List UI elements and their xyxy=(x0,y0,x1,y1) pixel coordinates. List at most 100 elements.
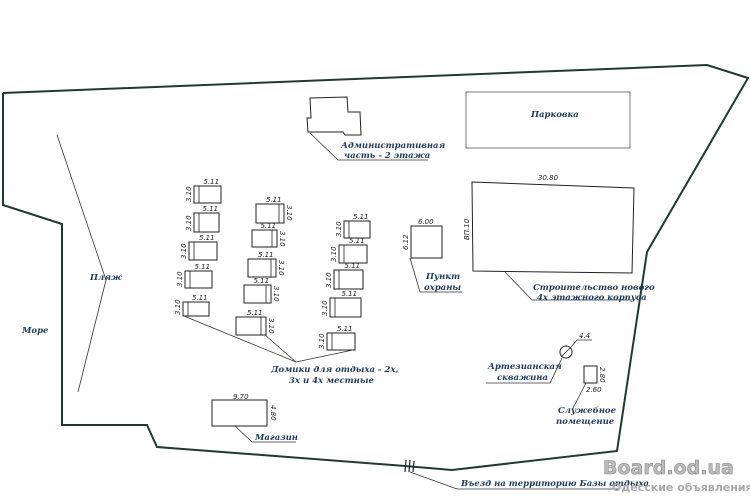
parking-area xyxy=(465,91,631,149)
house-width: 3.10 xyxy=(180,243,188,259)
house-length: 5.11 xyxy=(199,234,215,242)
house-width: 3.10 xyxy=(330,246,338,262)
houses-leader-2 xyxy=(264,334,297,363)
guard-leader xyxy=(409,257,462,293)
house-width: 3.10 xyxy=(185,186,193,202)
house-outline xyxy=(243,284,272,304)
house-outline xyxy=(326,332,356,351)
houses-label-1: Домики для отдыха - 2х, xyxy=(270,365,398,375)
entrance-label: Въезд на территорию Базы отдыха xyxy=(460,479,649,489)
house-outline xyxy=(188,241,218,261)
house-outline xyxy=(251,229,278,248)
watermark-subtitle: Одесские объявления xyxy=(612,481,750,494)
service-leader xyxy=(571,382,587,411)
houses-leader-3 xyxy=(295,349,354,363)
house-length: 5.11 xyxy=(337,325,353,333)
artesian-well xyxy=(559,345,573,359)
construction-length: 30.80 xyxy=(538,174,559,182)
admin-leader xyxy=(309,132,428,161)
house-outline xyxy=(247,258,277,278)
houses-leader-1 xyxy=(183,315,297,363)
house-width: 3.10 xyxy=(174,299,182,315)
house-length: 5.11 xyxy=(353,213,369,221)
house-length: 5.11 xyxy=(254,277,270,285)
shop-length: 9.70 xyxy=(233,393,249,401)
house-width: 3.10 xyxy=(278,231,286,247)
houses-group: 5.113.105.113.105.113.105.113.105.113.10… xyxy=(174,178,371,351)
house-width: 3.10 xyxy=(325,272,333,288)
beach-label: Пляж xyxy=(89,273,123,283)
house-6: 5.113.10 xyxy=(255,196,293,224)
guard-width: 6.00 xyxy=(418,218,434,226)
house-length: 5.11 xyxy=(261,222,277,230)
house-length: 5.11 xyxy=(204,178,220,186)
house-2: 5.11 3.10 xyxy=(185,205,220,233)
house-width: 3.10 xyxy=(267,318,275,334)
guard-label-1: Пункт xyxy=(425,272,460,282)
house-15: 5.11 3.10 xyxy=(318,325,356,351)
house-length: 5.11 xyxy=(195,263,211,271)
guard-depth: 6.12 xyxy=(402,234,410,250)
construction-leader xyxy=(504,271,632,301)
house-7: 5.113.10 xyxy=(251,222,286,248)
house-12: 5.11 3.10 xyxy=(330,237,368,264)
well-leader xyxy=(486,357,563,384)
house-length: 5.11 xyxy=(203,205,219,213)
house-1: 5.11 3.10 xyxy=(185,178,222,204)
house-width: 3.10 xyxy=(321,300,329,316)
house-8: 5.113.10 xyxy=(247,251,285,278)
shop-label: Магазин xyxy=(254,433,298,443)
house-width: 3.10 xyxy=(176,271,184,287)
house-4: 5.11 3.10 xyxy=(176,263,213,289)
house-outline xyxy=(255,203,285,224)
house-length: 5.11 xyxy=(345,262,361,270)
sea-label: Море xyxy=(21,326,49,336)
house-outline xyxy=(184,270,213,289)
construction-building xyxy=(471,181,635,274)
house-3: 5.11 3.10 xyxy=(180,234,218,261)
house-width: 3.10 xyxy=(185,215,193,231)
house-outline xyxy=(193,212,220,233)
parking-label: Парковка xyxy=(530,110,579,120)
construction-label-2: 4х этажного корпуса xyxy=(537,293,647,303)
house-width: 3.10 xyxy=(318,333,326,349)
house-14: 5.11 3.10 xyxy=(321,290,362,318)
shop-width: 4.80 xyxy=(269,405,277,421)
house-11: 5.113.10 xyxy=(335,213,371,239)
shop-building xyxy=(211,399,268,427)
construction-width: ВП.10 xyxy=(463,218,471,240)
admin-label-2: часть - 2 этажа xyxy=(344,151,430,161)
admin-building xyxy=(306,96,362,136)
guard-post xyxy=(410,225,443,259)
house-outline xyxy=(338,244,368,264)
guard-label-2: охраны xyxy=(424,283,461,293)
service-label-2: помещение xyxy=(556,417,615,427)
beach-line xyxy=(56,134,107,393)
house-length: 5.11 xyxy=(266,196,282,204)
well-mark xyxy=(560,346,572,358)
house-length: 5.11 xyxy=(192,294,208,302)
house-length: 5.11 xyxy=(247,309,263,317)
houses-label-2: 3х и 4х местные xyxy=(289,376,375,386)
house-outline xyxy=(329,297,362,318)
house-13: 5.11 3.10 xyxy=(325,262,364,290)
well-dim: 4.4 xyxy=(579,332,590,340)
house-outline xyxy=(182,301,210,317)
watermark-title: Board.od.ua xyxy=(603,457,734,479)
entrance-leader xyxy=(409,471,620,490)
house-10: 5.11 3.10 xyxy=(235,309,275,336)
well-dim-line xyxy=(570,339,592,348)
house-outline xyxy=(235,316,267,336)
house-width: 3.10 xyxy=(272,286,280,302)
house-length: 5.11 xyxy=(342,290,358,298)
service-label-1: Служебное xyxy=(558,405,617,416)
house-length: 5.11 xyxy=(258,251,274,259)
well-label-2: скважина xyxy=(497,373,548,383)
service-width: 2.60 xyxy=(586,386,602,394)
house-length: 5.11 xyxy=(349,237,365,245)
house-outline xyxy=(333,269,364,290)
admin-label-1: Административная xyxy=(340,141,446,151)
construction-label-1: Строительство нового xyxy=(533,283,655,293)
